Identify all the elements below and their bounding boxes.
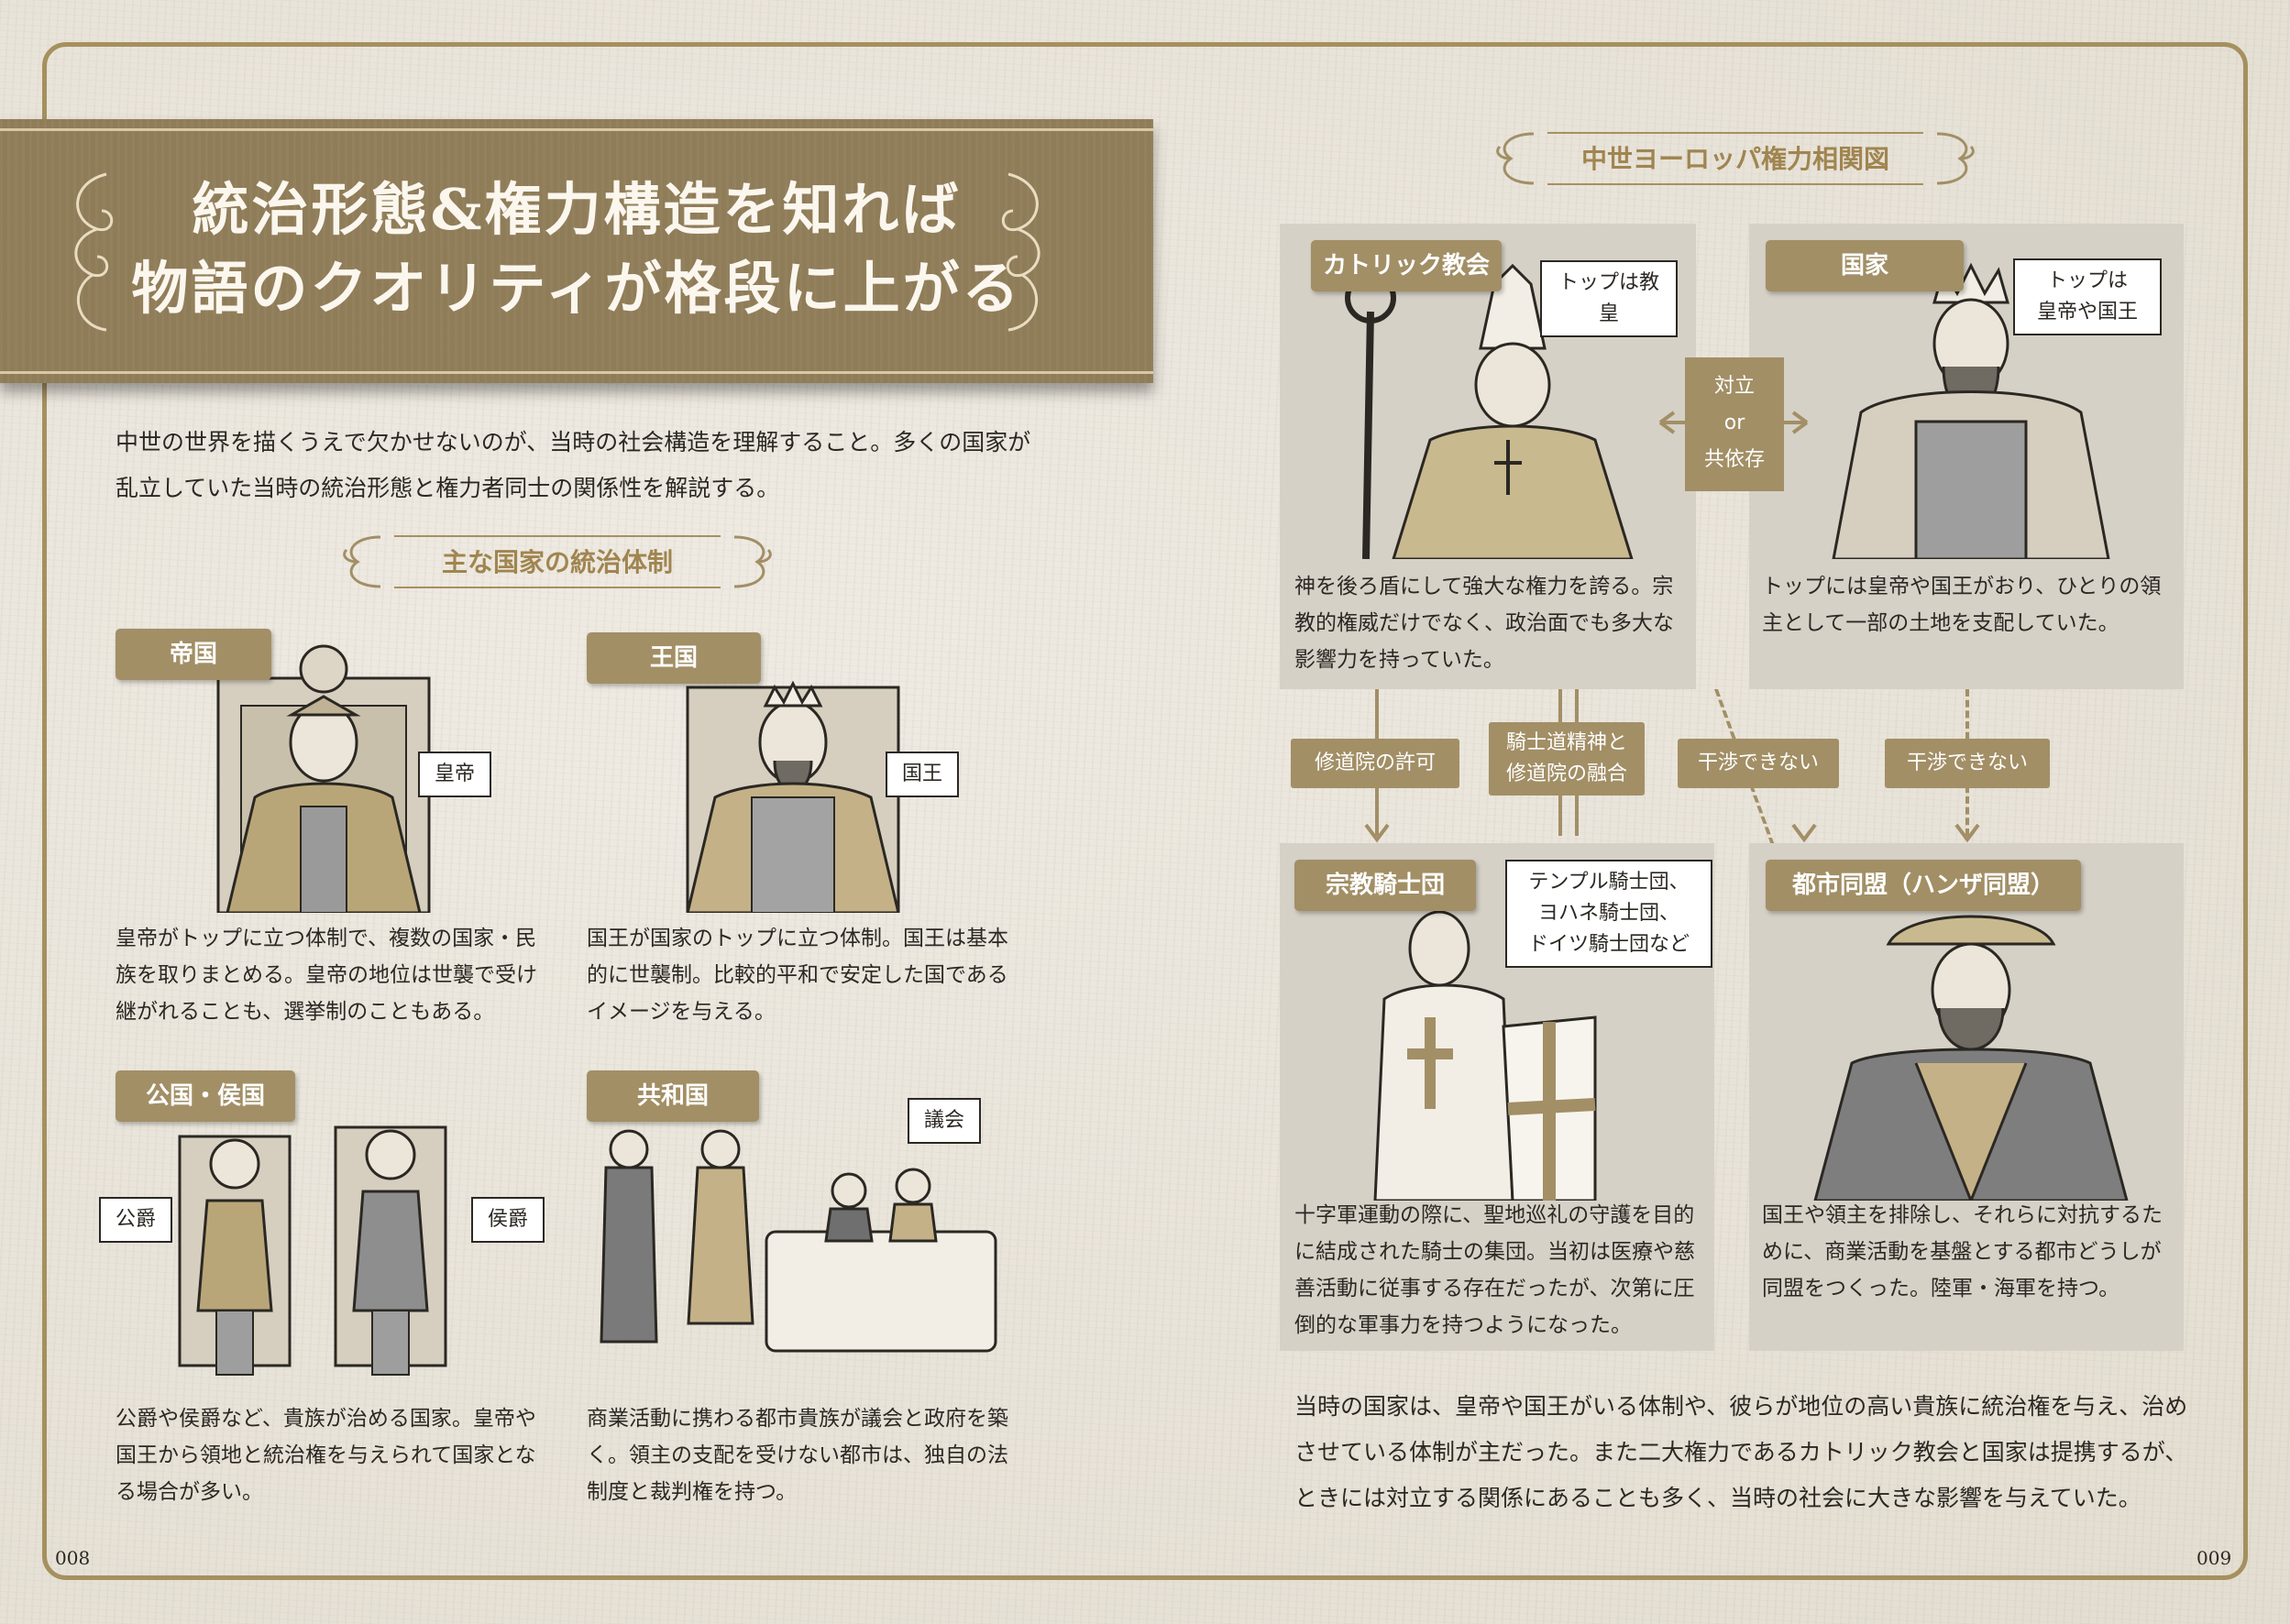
desc-knights: 十字軍運動の際に、聖地巡礼の守護を目的に結成された騎士の集団。当初は医療や慈善活…: [1294, 1203, 1695, 1337]
banner-title-line1: 統治形態&権力構造を知れば: [192, 176, 962, 243]
banner-title-line2: 物語のクオリティが格段に上がる: [131, 255, 1022, 322]
bubble-council: 議会: [908, 1098, 981, 1144]
desc-church: 神を後ろ盾にして強大な権力を誇る。宗教的権威だけでなく、政治面でも多大な影響力を…: [1294, 575, 1674, 672]
arrow-label-1: 修道院の許可: [1291, 739, 1459, 788]
bubble-duke: 公爵: [99, 1197, 172, 1243]
tag-duchy: 公国・侯国: [116, 1070, 295, 1122]
tag-knights: 宗教騎士団: [1294, 860, 1476, 911]
bubble-emperor: 皇帝: [418, 752, 491, 797]
bubble-king: 国王: [886, 752, 959, 797]
title-banner: 統治形態&権力構造を知れば 物語のクオリティが格段に上がる: [0, 119, 1153, 383]
page-frame: [42, 42, 2248, 1580]
relation-label-2: or: [1723, 411, 1745, 434]
arrow-label-3: 干渉できない: [1678, 739, 1839, 788]
flourish-left-ornament: [74, 172, 114, 332]
tag-empire: 帝国: [116, 629, 271, 680]
page-number-left: 008: [55, 1547, 91, 1569]
arrowhead-icon: [1954, 823, 1980, 843]
section-heading-label: 中世ヨーロッパ権力相関図: [1580, 144, 1889, 174]
king-illustration: [686, 680, 900, 913]
heading-ornament-icon: [343, 535, 381, 588]
tag-republic: 共和国: [587, 1070, 759, 1122]
state-king-illustration: [1832, 262, 2110, 559]
tag-kingdom: 王国: [587, 632, 761, 684]
desc-hansa: 国王や領主を排除し、それらに対抗するために、商業活動を基盤とする都市どうしが同盟…: [1762, 1203, 2163, 1300]
desc-duchy: 公爵や侯爵など、貴族が治める国家。皇帝や国王から領地と統治権を与えられて国家とな…: [116, 1407, 536, 1504]
intro-text: 中世の世界を描くうえで欠かせないのが、当時の社会構造を理解すること。多くの国家が…: [116, 429, 1031, 501]
arrow-label-2: 騎士道精神と 修道院の融合: [1489, 722, 1645, 796]
tag-church: カトリック教会: [1311, 240, 1502, 291]
merchant-illustration: [1813, 915, 2129, 1201]
desc-republic: 商業活動に携わる都市貴族が議会と政府を築く。領主の支配を受けない都市は、独自の法…: [587, 1407, 1008, 1504]
page-number-right: 009: [2196, 1547, 2232, 1569]
footer-text: 当時の国家は、皇帝や国王がいる体制や、彼らが地位の高い貴族に統治権を与え、治めさ…: [1294, 1393, 2188, 1511]
knight-illustration: [1373, 910, 1597, 1201]
relation-box: 対立 or 共依存: [1685, 357, 1784, 491]
bubble-knights: テンプル騎士団、 ヨハネ騎士団、 ドイツ騎士団など: [1505, 860, 1712, 968]
desc-state: トップには皇帝や国王がおり、ひとりの領主として一部の土地を支配していた。: [1762, 575, 2162, 635]
desc-empire: 皇帝がトップに立つ体制で、複数の国家・民族を取りまとめる。皇帝の地位は世襲で受け…: [116, 927, 537, 1024]
arrowhead-icon: [1791, 823, 1817, 843]
tag-state: 国家: [1766, 240, 1964, 291]
section-heading-left: 主な国家の統治体制: [330, 530, 785, 594]
arrow-label-4: 干渉できない: [1885, 739, 2050, 788]
emperor-illustration: [216, 644, 431, 913]
relation-label-1: 対立: [1713, 375, 1755, 398]
relation-label-3: 共依存: [1703, 448, 1765, 471]
heading-ornament-icon: [1936, 132, 1975, 185]
desc-kingdom: 国王が国家のトップに立つ体制。国王は基本的に世襲制。比較的平和で安定した国である…: [587, 927, 1008, 1024]
section-heading-right: 中世ヨーロッパ権力相関図: [1483, 126, 1987, 191]
heading-ornament-icon: [733, 535, 772, 588]
bubble-state: トップは 皇帝や国王: [2013, 258, 2162, 335]
section-heading-label: 主な国家の統治体制: [441, 547, 673, 577]
heading-ornament-icon: [1496, 132, 1535, 185]
bubble-church: トップは教皇: [1540, 260, 1678, 337]
bubble-marquis: 侯爵: [471, 1197, 545, 1243]
duke-marquis-illustration: [178, 1125, 447, 1376]
republic-council-illustration: [600, 1129, 997, 1353]
tag-hansa: 都市同盟（ハンザ同盟）: [1766, 860, 2081, 911]
flourish-right-ornament: [1001, 172, 1040, 332]
arrowhead-icon: [1364, 823, 1390, 843]
